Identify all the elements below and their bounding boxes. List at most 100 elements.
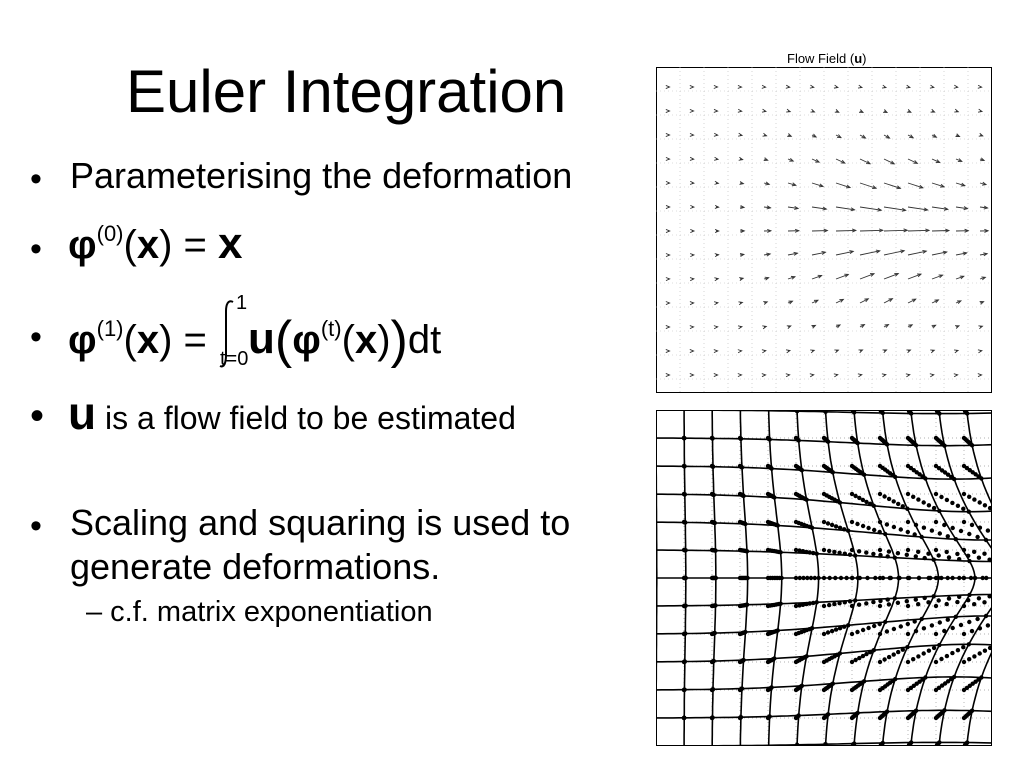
trajectory-dot bbox=[905, 575, 911, 581]
trajectory-dot bbox=[825, 712, 831, 717]
trajectory-dot bbox=[961, 659, 967, 665]
trajectory-dot bbox=[961, 519, 967, 525]
trajectory-dot bbox=[804, 654, 809, 659]
trajectory-dot bbox=[946, 596, 952, 601]
flow-arrowhead bbox=[906, 109, 912, 113]
trajectory-dot bbox=[811, 550, 816, 556]
trajectory-dot bbox=[769, 466, 774, 471]
flow-arrowhead bbox=[942, 250, 948, 255]
trajectory-dot bbox=[741, 657, 746, 663]
trajectory-dot bbox=[849, 603, 855, 609]
trajectory-dot bbox=[741, 493, 746, 499]
trajectory-dot bbox=[710, 715, 715, 720]
trajectory-dot bbox=[945, 472, 951, 477]
flow-arrowhead bbox=[977, 108, 984, 113]
trajectory-dot bbox=[945, 575, 950, 581]
trajectory-dot bbox=[683, 520, 688, 525]
flow-arrowhead bbox=[689, 277, 695, 282]
trajectory-dot bbox=[921, 651, 926, 656]
flow-arrowhead bbox=[665, 301, 671, 306]
trajectory-dot bbox=[827, 602, 832, 608]
flow-arrow bbox=[835, 250, 854, 256]
trajectory-dot bbox=[849, 659, 855, 665]
trajectory-dot bbox=[911, 494, 916, 499]
trajectory-dot bbox=[896, 649, 901, 655]
trajectory-dot bbox=[905, 603, 911, 609]
trajectory-dot bbox=[912, 619, 917, 624]
trajectory-dot bbox=[712, 520, 717, 526]
flow-arrow bbox=[883, 273, 899, 280]
flow-arrowhead bbox=[860, 324, 866, 328]
flow-arrowhead bbox=[665, 204, 671, 209]
trajectory-dot bbox=[913, 708, 919, 713]
trajectory-dot bbox=[937, 411, 942, 416]
flow-arrow bbox=[883, 250, 905, 256]
flow-arrowhead bbox=[953, 84, 959, 89]
flow-arrow bbox=[835, 298, 844, 304]
flow-arrowhead bbox=[713, 108, 719, 113]
trajectory-dot bbox=[961, 506, 966, 511]
trajectory-dot bbox=[965, 411, 970, 416]
trajectory-dot bbox=[919, 616, 924, 622]
trajectory-dot bbox=[933, 659, 939, 665]
flow-arrowhead bbox=[954, 108, 960, 113]
flow-arrowhead bbox=[740, 205, 746, 210]
trajectory-dot bbox=[919, 534, 924, 540]
flow-arrowhead bbox=[665, 229, 671, 233]
trajectory-dot bbox=[958, 622, 964, 628]
flow-arrowhead bbox=[851, 228, 858, 233]
sub-bullet-matrix-exp: – c.f. matrix exponentiation bbox=[86, 596, 433, 628]
flow-arrow bbox=[811, 182, 824, 187]
trajectory-dot bbox=[871, 599, 876, 605]
flow-arrowhead bbox=[981, 276, 987, 281]
flow-arrowhead bbox=[763, 157, 769, 161]
flow-arrow bbox=[907, 250, 927, 256]
flow-arrowhead bbox=[883, 109, 889, 113]
flow-arrowhead bbox=[890, 160, 896, 165]
trajectory-dot bbox=[793, 603, 799, 609]
trajectory-dot bbox=[868, 650, 873, 655]
trajectory-dot bbox=[842, 624, 847, 629]
trajectory-dot bbox=[860, 627, 866, 633]
flow-arrow bbox=[883, 182, 901, 189]
trajectory-dot bbox=[987, 505, 992, 511]
flow-arrowhead bbox=[870, 273, 876, 277]
trajectory-dot bbox=[891, 626, 897, 632]
trajectory-dot bbox=[821, 519, 827, 525]
deformed-gridline-vertical bbox=[656, 410, 658, 746]
flow-arrowhead bbox=[844, 273, 850, 278]
flow-arrowhead bbox=[761, 349, 767, 354]
trajectory-dot bbox=[944, 497, 950, 503]
flow-arrowhead bbox=[923, 207, 929, 212]
flow-arrowhead bbox=[978, 132, 984, 137]
trajectory-dot bbox=[957, 557, 962, 562]
trajectory-dot bbox=[884, 522, 890, 527]
trajectory-dot bbox=[969, 443, 975, 448]
flow-arrowhead bbox=[737, 373, 743, 378]
trajectory-dot bbox=[877, 575, 883, 581]
trajectory-dot bbox=[946, 555, 952, 560]
trajectory-dot bbox=[811, 600, 816, 606]
flow-arrow bbox=[979, 253, 988, 256]
trajectory-dot bbox=[856, 602, 862, 607]
trajectory-dot bbox=[833, 524, 839, 529]
flow-arrowhead bbox=[858, 349, 864, 354]
trajectory-dot bbox=[945, 679, 951, 684]
trajectory-dot bbox=[900, 647, 905, 652]
flow-arrowhead bbox=[954, 325, 961, 329]
flow-arrowhead bbox=[785, 373, 791, 378]
trajectory-dot bbox=[953, 537, 958, 542]
trajectory-dot bbox=[897, 575, 902, 581]
trajectory-dot bbox=[965, 740, 970, 745]
trajectory-dot bbox=[880, 740, 885, 746]
trajectory-dot bbox=[849, 575, 855, 581]
flow-arrowhead bbox=[963, 206, 969, 211]
flow-arrowhead bbox=[833, 84, 840, 89]
trajectory-dot bbox=[972, 602, 977, 607]
trajectory-dot bbox=[833, 575, 838, 581]
flow-arrowhead bbox=[932, 133, 938, 138]
trajectory-dot bbox=[972, 575, 978, 581]
trajectory-dot bbox=[866, 625, 871, 631]
trajectory-dot bbox=[796, 713, 801, 718]
trajectory-dot bbox=[683, 603, 688, 608]
